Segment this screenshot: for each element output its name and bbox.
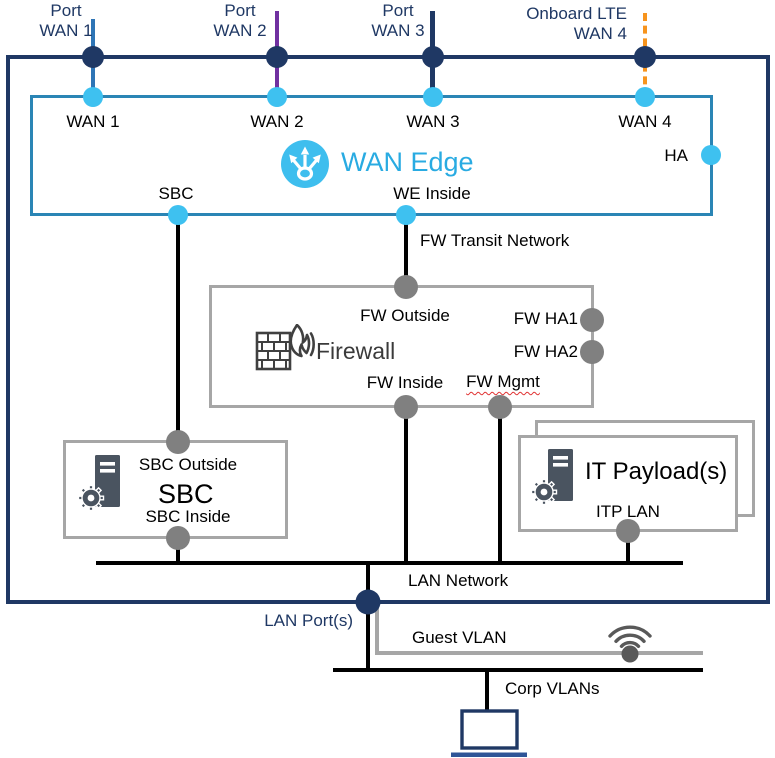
port-wan3-line2: WAN 3	[371, 21, 425, 40]
port-wan1-line2: WAN 1	[39, 21, 93, 40]
wan-edge-icon	[281, 140, 329, 188]
we-inside-port-dot	[396, 205, 416, 225]
fw-inside-port-dot	[394, 395, 418, 419]
wan4-label: WAN 4	[618, 112, 672, 131]
wan2-port-dot	[267, 87, 287, 107]
guest-vlan-label: Guest VLAN	[412, 628, 507, 647]
lan-port-dot	[355, 589, 381, 615]
port-wan1-label: Port WAN 1	[26, 1, 106, 41]
fw-mgmt-label: FW Mgmt	[453, 372, 553, 392]
wan3-label: WAN 3	[406, 112, 460, 131]
wan1-port-dot	[83, 87, 103, 107]
fw-outside-port-dot	[394, 275, 418, 299]
port-wan4-line1: Onboard LTE	[526, 4, 627, 23]
fw-ha2-port-dot	[580, 340, 604, 364]
it-payloads-server-icon	[531, 449, 573, 506]
port-wan2-dot	[266, 46, 288, 68]
laptop-icon	[451, 709, 527, 757]
we-inside-label: WE Inside	[393, 184, 471, 203]
lan-ports-label: LAN Port(s)	[264, 611, 353, 630]
sbc-port-label: SBC	[158, 184, 194, 203]
fw-transit-network-label: FW Transit Network	[420, 231, 570, 250]
wan1-label: WAN 1	[66, 112, 120, 131]
fw-inside-label: FW Inside	[366, 373, 444, 392]
lan-network-line	[96, 561, 683, 565]
port-wan4-label: Onboard LTE WAN 4	[447, 4, 627, 44]
sbc-outside-port-dot	[166, 430, 190, 454]
port-wan4-dot	[634, 46, 656, 68]
wifi-icon	[608, 625, 652, 648]
port-wan2-line1: Port	[224, 1, 256, 20]
wan2-label: WAN 2	[250, 112, 304, 131]
sbc-outside-label: SBC Outside	[138, 455, 238, 474]
port-wan2-label: Port WAN 2	[200, 1, 280, 41]
fw-mgmt-label-text: FW Mgmt	[466, 372, 540, 391]
wan-edge-title: WAN Edge	[341, 147, 474, 177]
ha-label: HA	[664, 146, 688, 165]
fw-mgmt-link-line	[498, 407, 502, 563]
fw-outside-label: FW Outside	[360, 306, 450, 325]
itp-lan-link-line	[626, 531, 630, 563]
fw-mgmt-port-dot	[488, 395, 512, 419]
port-wan2-line2: WAN 2	[213, 21, 267, 40]
port-wan3-line1: Port	[382, 1, 414, 20]
port-wan1-dot	[82, 46, 104, 68]
port-wan3-dot	[422, 46, 444, 68]
fw-ha2-label: FW HA2	[513, 342, 578, 361]
wifi-ap-dot	[621, 645, 639, 663]
wan4-port-dot	[635, 87, 655, 107]
port-wan1-line1: Port	[50, 1, 82, 20]
sbc-outside-link-line	[176, 215, 180, 442]
fw-inside-link-line	[404, 407, 408, 563]
corp-vlans-label: Corp VLANs	[505, 679, 600, 698]
itp-lan-label: ITP LAN	[596, 502, 660, 521]
guest-vlan-drop-line	[375, 606, 379, 655]
sbc-inside-link-line	[176, 538, 180, 563]
sbc-title: SBC	[158, 479, 214, 509]
itp-lan-port-dot	[616, 519, 640, 543]
wan3-port-dot	[423, 87, 443, 107]
guest-vlan-line	[375, 651, 703, 655]
fw-ha1-label: FW HA1	[513, 309, 578, 328]
port-wan4-line2: WAN 4	[573, 24, 627, 43]
ha-port-dot	[701, 145, 721, 165]
site-boundary-box	[6, 55, 770, 604]
corp-vlans-line	[333, 668, 703, 672]
sbc-inside-label: SBC Inside	[145, 507, 231, 526]
sbc-server-icon	[78, 455, 120, 512]
lan-port-drop-line	[366, 563, 370, 670]
laptop-link-line	[485, 670, 489, 712]
lan-network-label: LAN Network	[408, 571, 509, 590]
firewall-title: Firewall	[316, 338, 396, 364]
sbc-port-dot	[168, 205, 188, 225]
sbc-inside-port-dot	[166, 526, 190, 550]
port-wan3-label: Port WAN 3	[358, 1, 438, 41]
it-payloads-title: IT Payload(s)	[585, 458, 728, 485]
fw-ha1-port-dot	[580, 308, 604, 332]
fw-transit-link-line	[404, 215, 408, 287]
firewall-icon	[255, 324, 315, 371]
